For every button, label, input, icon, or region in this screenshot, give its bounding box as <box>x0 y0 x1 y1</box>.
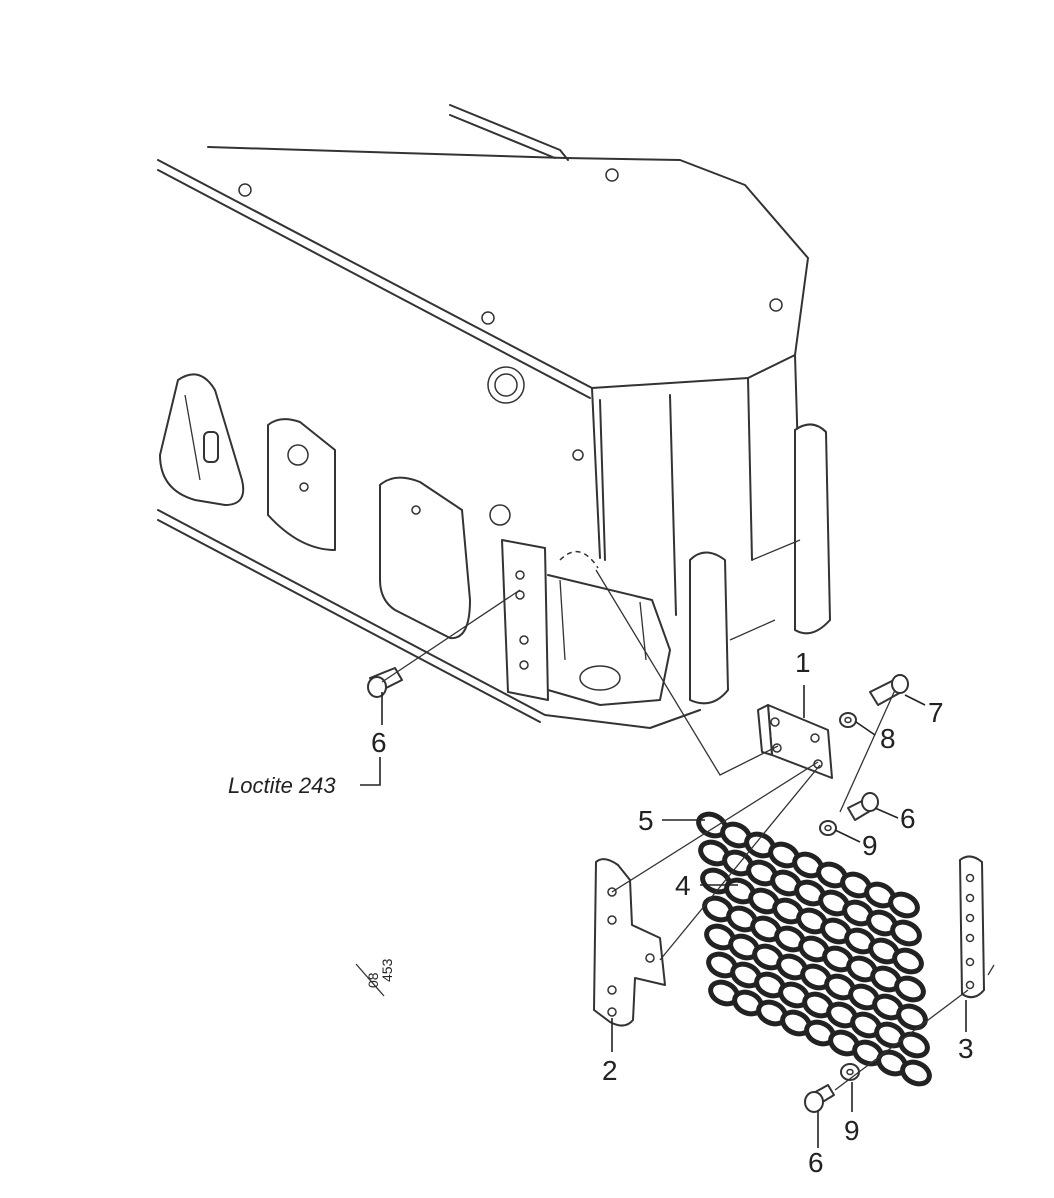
mounting-plate-part-1 <box>757 704 833 779</box>
callout-6-right: 6 <box>900 803 916 834</box>
chain-link <box>888 891 920 919</box>
chain-link <box>898 1031 930 1059</box>
callout-9-bottom: 9 <box>844 1115 860 1146</box>
drawing-ref-numerator: 08 <box>365 972 381 988</box>
lifting-chain-icon <box>696 811 932 1087</box>
chain-strip-part-3 <box>959 855 995 999</box>
callout-9-right: 9 <box>862 830 878 861</box>
drawing-ref-denominator: 453 <box>379 958 395 982</box>
callout-2: 2 <box>602 1055 618 1086</box>
callout-7: 7 <box>928 697 944 728</box>
boom-arm-assembly-icon <box>157 104 831 729</box>
callout-4: 4 <box>675 870 691 901</box>
callout-1: 1 <box>795 647 811 678</box>
callout-5: 5 <box>638 805 654 836</box>
chain-link <box>892 947 924 975</box>
chain-link <box>900 1059 932 1087</box>
drawing-reference: 08 453 <box>355 958 395 997</box>
callout-6-bottom: 6 <box>808 1147 824 1178</box>
alignment-lines <box>381 569 969 1091</box>
callout-6-left: 6 <box>371 727 387 758</box>
chain-link <box>894 975 926 1003</box>
loctite-note: Loctite 243 <box>228 773 336 798</box>
chain-link <box>890 919 922 947</box>
callout-8: 8 <box>880 723 896 754</box>
chain-bracket-part-2 <box>593 858 666 1027</box>
leader-lines <box>360 685 967 1148</box>
callout-3: 3 <box>958 1033 974 1064</box>
